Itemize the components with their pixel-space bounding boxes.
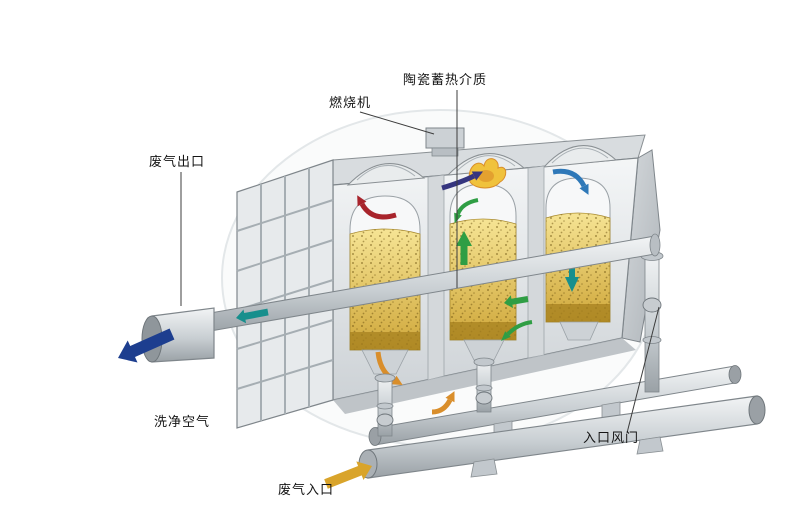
- exhaust-inlet-flow-arrow-icon: [324, 461, 372, 489]
- inlet-damper-valve: [642, 297, 662, 313]
- dome-top-3: [542, 145, 618, 168]
- manifold-right-cap: [728, 365, 742, 384]
- flow-arrow-green-left-down-icon: [501, 320, 533, 341]
- internal-flow-arrows: [357, 168, 589, 415]
- dome-rib-lines: [356, 147, 609, 181]
- flange: [642, 336, 662, 344]
- label-exhaust-inlet: 废气入口: [278, 482, 334, 498]
- left-grid-panel: [236, 159, 334, 429]
- label-ceramic-media: 陶瓷蓄热介质: [403, 72, 487, 88]
- pipe-support-2: [636, 436, 664, 455]
- flange: [374, 373, 396, 383]
- hopper-3: [559, 321, 599, 341]
- flow-arrow-red-up-icon: [357, 195, 397, 220]
- outlet-pipe: [141, 307, 215, 363]
- burner-box: [425, 127, 465, 157]
- ceramic-bed-3-base: [546, 304, 610, 322]
- flame-icon: [468, 158, 507, 189]
- vertical-pipe-2: [473, 357, 495, 413]
- flow-arrow-blue-down-icon: [552, 168, 589, 195]
- label-burner: 燃烧机: [329, 95, 371, 111]
- flow-arrow-purple-right-icon: [441, 171, 483, 191]
- pipe-support-1: [470, 458, 498, 478]
- flow-arrow-orange-up-icon: [431, 391, 455, 415]
- label-exhaust-outlet: 废气出口: [149, 154, 205, 170]
- hopper-2: [463, 339, 505, 361]
- valve-2: [475, 391, 493, 405]
- flange: [376, 402, 394, 410]
- label-inlet-damper: 入口风门: [583, 431, 639, 446]
- inlet-pipe-right-cap: [748, 395, 766, 425]
- flange: [475, 384, 493, 392]
- grid-lines: [236, 168, 334, 421]
- flow-arrow-green-left-icon: [504, 295, 529, 309]
- hopper-1: [361, 349, 409, 375]
- duct-right-flange: [649, 233, 661, 257]
- clean-air-flow-arrow-icon: [118, 328, 175, 363]
- ceramic-bed-2-base: [450, 322, 516, 340]
- flow-arrow-green-up-icon: [456, 231, 472, 265]
- flow-arrow-green-curve-icon: [454, 198, 479, 224]
- vertical-pipe-1: [374, 373, 396, 437]
- leader-inlet-damper: [626, 306, 660, 434]
- valve-1: [376, 413, 394, 427]
- ceramic-bed-1-base: [350, 332, 420, 350]
- flange: [473, 357, 495, 367]
- duct-flow-arrow-icon: [236, 308, 269, 324]
- label-clean-air: 洗净空气: [154, 414, 210, 430]
- leader-burner: [359, 111, 435, 135]
